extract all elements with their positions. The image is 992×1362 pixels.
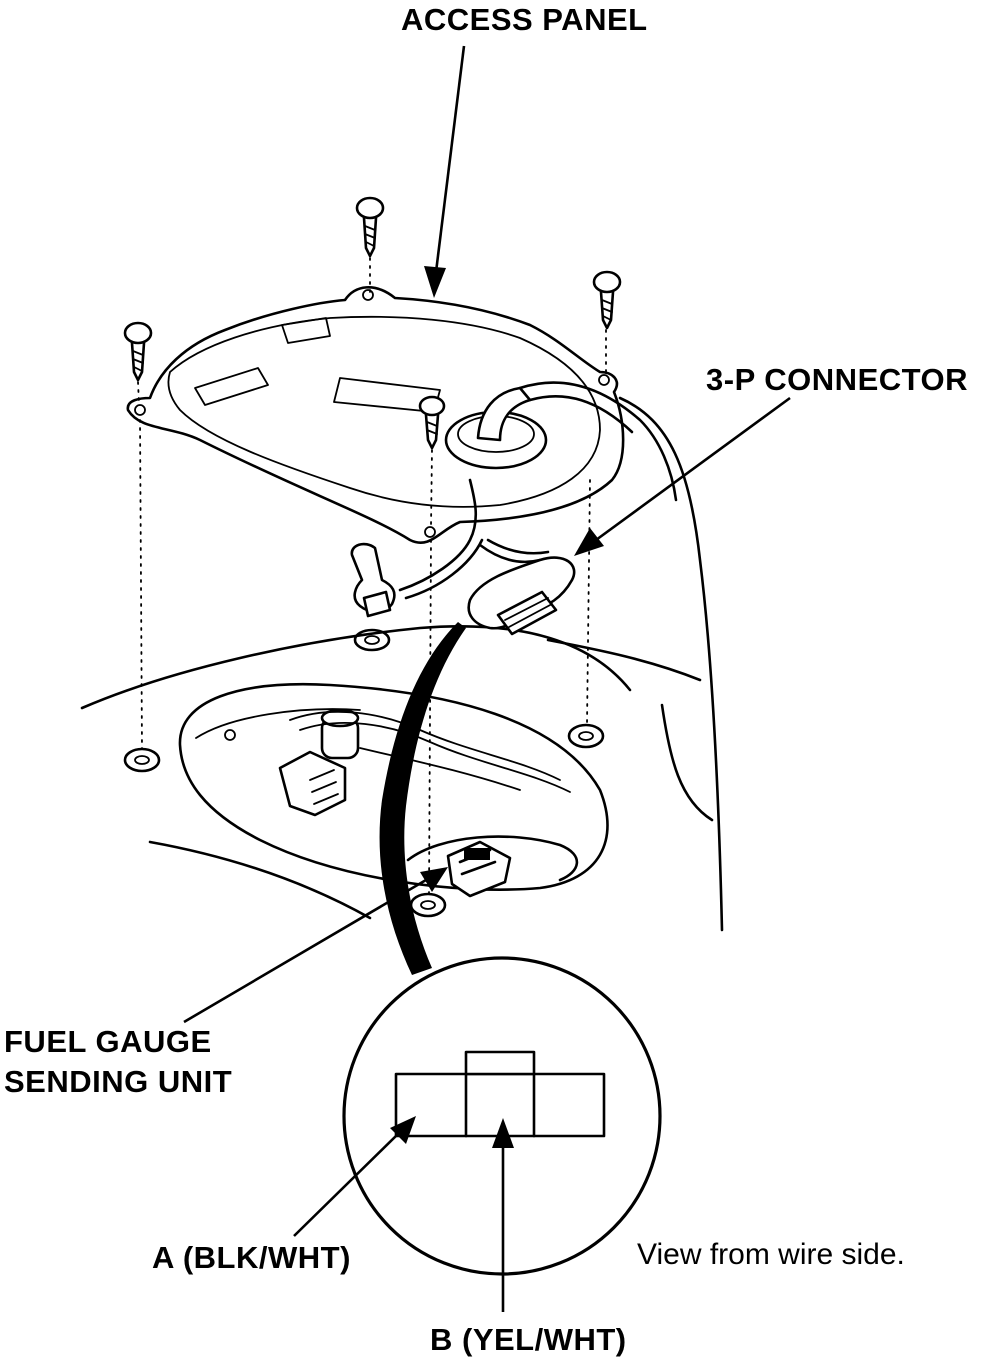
screw-center: [418, 395, 446, 894]
leader-fuel-gauge: [183, 867, 448, 1024]
fuel-gauge-label-line1: FUEL GAUGE: [4, 1024, 212, 1059]
terminal-b-label: B (YEL/WHT): [430, 1322, 627, 1357]
screw-left: [123, 321, 153, 749]
screws: [123, 196, 622, 894]
panel-grommet: [444, 381, 678, 502]
floor-outline: [80, 625, 702, 920]
body-side-edge: [618, 396, 724, 932]
leader-3p-connector: [574, 396, 791, 556]
fuel-gauge-label-line2: SENDING UNIT: [4, 1064, 233, 1099]
access-panel: [126, 286, 625, 544]
leader-terminal-a: [293, 1116, 416, 1237]
leader-access-panel: [424, 45, 466, 298]
view-note: View from wire side.: [637, 1238, 905, 1271]
terminal-a-label: A (BLK/WHT): [152, 1240, 351, 1275]
wire-harness: [398, 478, 550, 600]
fuel-pump-assembly: [278, 708, 571, 817]
leader-terminal-b: [492, 1118, 514, 1312]
sending-unit-connector: [446, 840, 512, 898]
three-p-connector-label: 3-P CONNECTOR: [706, 362, 969, 397]
connector-face-detail: [394, 1050, 606, 1138]
three-p-connector: [467, 556, 576, 636]
panel-mount-holes: [123, 628, 605, 918]
access-panel-label: ACCESS PANEL: [401, 2, 648, 37]
harness-connector-small: [350, 542, 396, 618]
detail-callout: [342, 622, 662, 1276]
screw-right: [586, 270, 622, 725]
screw-top: [355, 196, 385, 293]
